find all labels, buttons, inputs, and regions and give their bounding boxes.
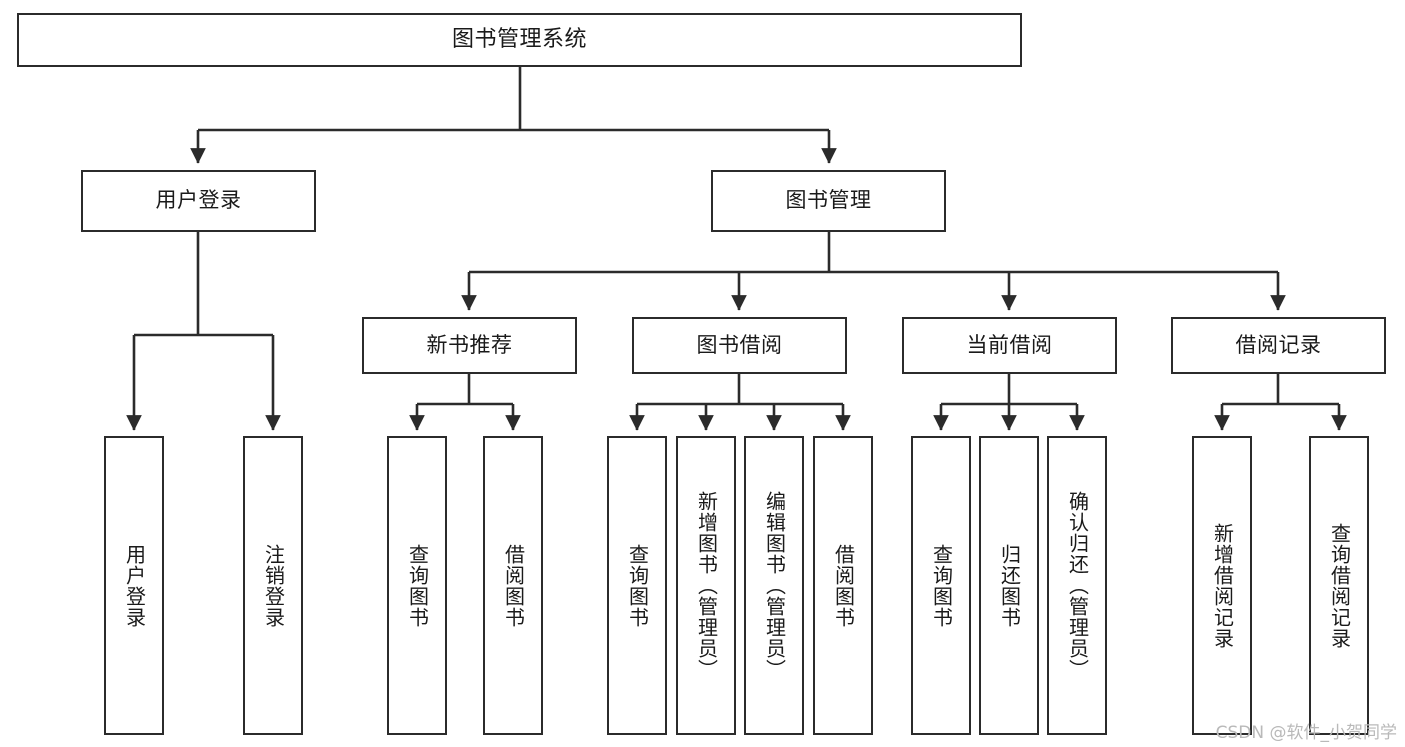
- node-leaf-query-borrow-record[interactable]: 查询借阅记录: [1309, 436, 1369, 735]
- node-label: 新增图书（管理员）: [694, 491, 719, 680]
- node-book-borrow[interactable]: 图书借阅: [632, 317, 847, 374]
- node-label: 查询图书: [405, 543, 430, 628]
- csdn-watermark: CSDN @软件_小贺同学: [1215, 723, 1397, 743]
- node-leaf-user-login[interactable]: 用户登录: [104, 436, 164, 735]
- node-leaf-query-book-3[interactable]: 查询图书: [911, 436, 971, 735]
- node-leaf-query-book-1[interactable]: 查询图书: [387, 436, 447, 735]
- node-label: 用户登录: [122, 543, 147, 628]
- node-leaf-add-borrow-record[interactable]: 新增借阅记录: [1192, 436, 1252, 735]
- node-leaf-edit-book[interactable]: 编辑图书（管理员）: [744, 436, 804, 735]
- node-user-login[interactable]: 用户登录: [81, 170, 316, 232]
- node-leaf-logout-login[interactable]: 注销登录: [243, 436, 303, 735]
- node-label: 查询图书: [929, 543, 954, 628]
- node-label: 借阅图书: [831, 543, 856, 628]
- node-label: 查询借阅记录: [1327, 522, 1352, 649]
- node-label: 用户登录: [155, 188, 242, 213]
- node-label: 新书推荐: [426, 332, 513, 357]
- node-label: 编辑图书（管理员）: [762, 491, 787, 680]
- node-label: 查询图书: [625, 543, 650, 628]
- node-label: 借阅记录: [1235, 332, 1322, 357]
- node-borrow-record[interactable]: 借阅记录: [1171, 317, 1386, 374]
- node-leaf-query-book-2[interactable]: 查询图书: [607, 436, 667, 735]
- node-new-book-recommend[interactable]: 新书推荐: [362, 317, 577, 374]
- node-label: 注销登录: [261, 543, 286, 628]
- node-leaf-return-book[interactable]: 归还图书: [979, 436, 1039, 735]
- node-label: 借阅图书: [501, 543, 526, 628]
- node-leaf-borrow-book-1[interactable]: 借阅图书: [483, 436, 543, 735]
- node-leaf-confirm-return[interactable]: 确认归还（管理员）: [1047, 436, 1107, 735]
- node-book-management[interactable]: 图书管理: [711, 170, 946, 232]
- node-label: 图书借阅: [696, 332, 783, 357]
- node-label: 图书管理系统: [451, 26, 587, 52]
- node-label: 新增借阅记录: [1210, 522, 1235, 649]
- node-label: 归还图书: [997, 543, 1022, 628]
- node-root-book-management-system[interactable]: 图书管理系统: [17, 13, 1022, 67]
- node-label: 当前借阅: [966, 332, 1053, 357]
- node-leaf-add-book[interactable]: 新增图书（管理员）: [676, 436, 736, 735]
- node-current-borrow[interactable]: 当前借阅: [902, 317, 1117, 374]
- node-leaf-borrow-book-2[interactable]: 借阅图书: [813, 436, 873, 735]
- node-label: 图书管理: [785, 188, 872, 213]
- node-label: 确认归还（管理员）: [1065, 491, 1090, 680]
